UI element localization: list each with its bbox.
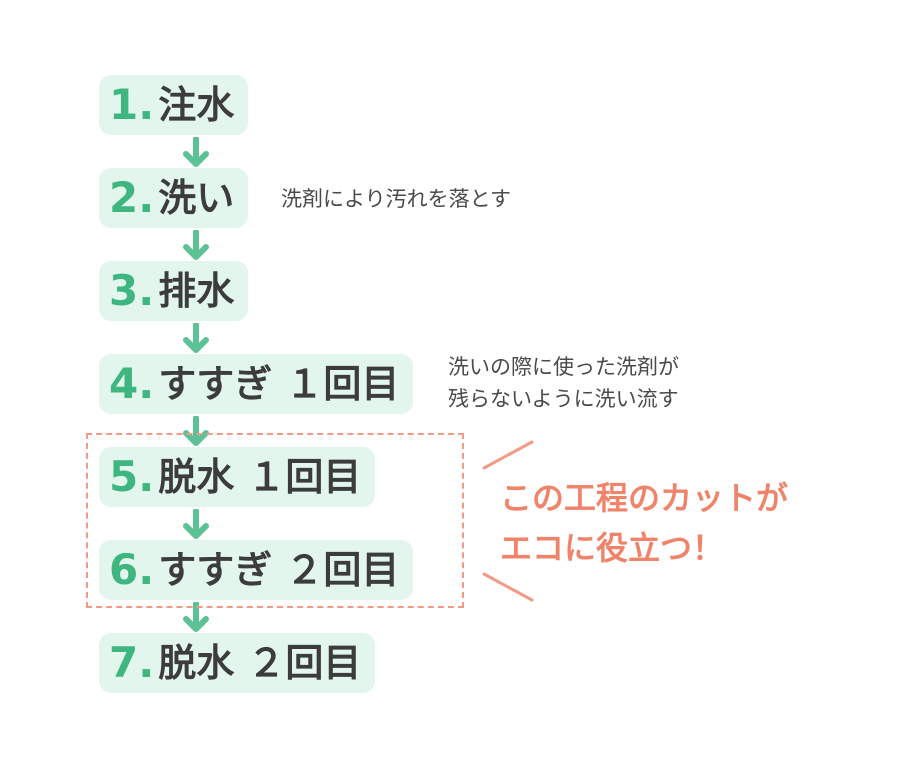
callout-line-bottom <box>482 572 534 602</box>
arrow-down-icon <box>183 416 209 446</box>
rinse-note-line-1: 洗いの際に使った洗剤が <box>448 355 679 379</box>
step-label: 注水 <box>158 83 235 127</box>
step-label: 排水 <box>158 269 235 313</box>
step-number: 5. <box>109 452 155 501</box>
step-label: 洗い <box>158 176 235 220</box>
arrow-down-icon <box>183 509 209 539</box>
wash-note-text: 洗剤により汚れを落とす <box>281 187 511 211</box>
eco-callout: この工程のカットが エコに役立つ！ <box>500 473 788 573</box>
arrow-down-icon <box>183 602 209 632</box>
rinse-note: 洗いの際に使った洗剤が 残らないように洗い流す <box>448 351 679 415</box>
step-number: 1. <box>109 80 155 129</box>
step-number: 4. <box>109 359 155 408</box>
step-6: 6. すすぎ ２回目 <box>99 540 414 600</box>
step-2: 2. 洗い <box>99 168 249 228</box>
wash-note: 洗剤により汚れを落とす <box>281 183 511 215</box>
step-label: 脱水 ２回目 <box>158 641 362 685</box>
highlight-dashed-box <box>86 433 464 608</box>
step-3: 3. 排水 <box>99 261 249 321</box>
arrow-down-icon <box>183 323 209 353</box>
callout-line-top <box>482 440 534 470</box>
eco-callout-line-2: エコに役立つ！ <box>500 529 725 567</box>
eco-callout-line-1: この工程のカットが <box>500 479 789 517</box>
callout-lines <box>482 440 534 602</box>
step-number: 2. <box>109 173 155 222</box>
step-5: 5. 脱水 １回目 <box>99 447 376 507</box>
arrow-down-icon <box>183 137 209 167</box>
step-number: 3. <box>109 266 155 315</box>
step-number: 6. <box>109 545 155 594</box>
rinse-note-line-2: 残らないように洗い流す <box>448 387 679 411</box>
step-label: すすぎ ２回目 <box>158 548 400 592</box>
step-1: 1. 注水 <box>99 75 249 135</box>
step-label: 脱水 １回目 <box>158 455 362 499</box>
arrow-down-icon <box>183 230 209 260</box>
step-4: 4. すすぎ １回目 <box>99 354 414 414</box>
step-number: 7. <box>109 638 155 687</box>
step-7: 7. 脱水 ２回目 <box>99 633 376 693</box>
step-label: すすぎ １回目 <box>158 362 400 406</box>
